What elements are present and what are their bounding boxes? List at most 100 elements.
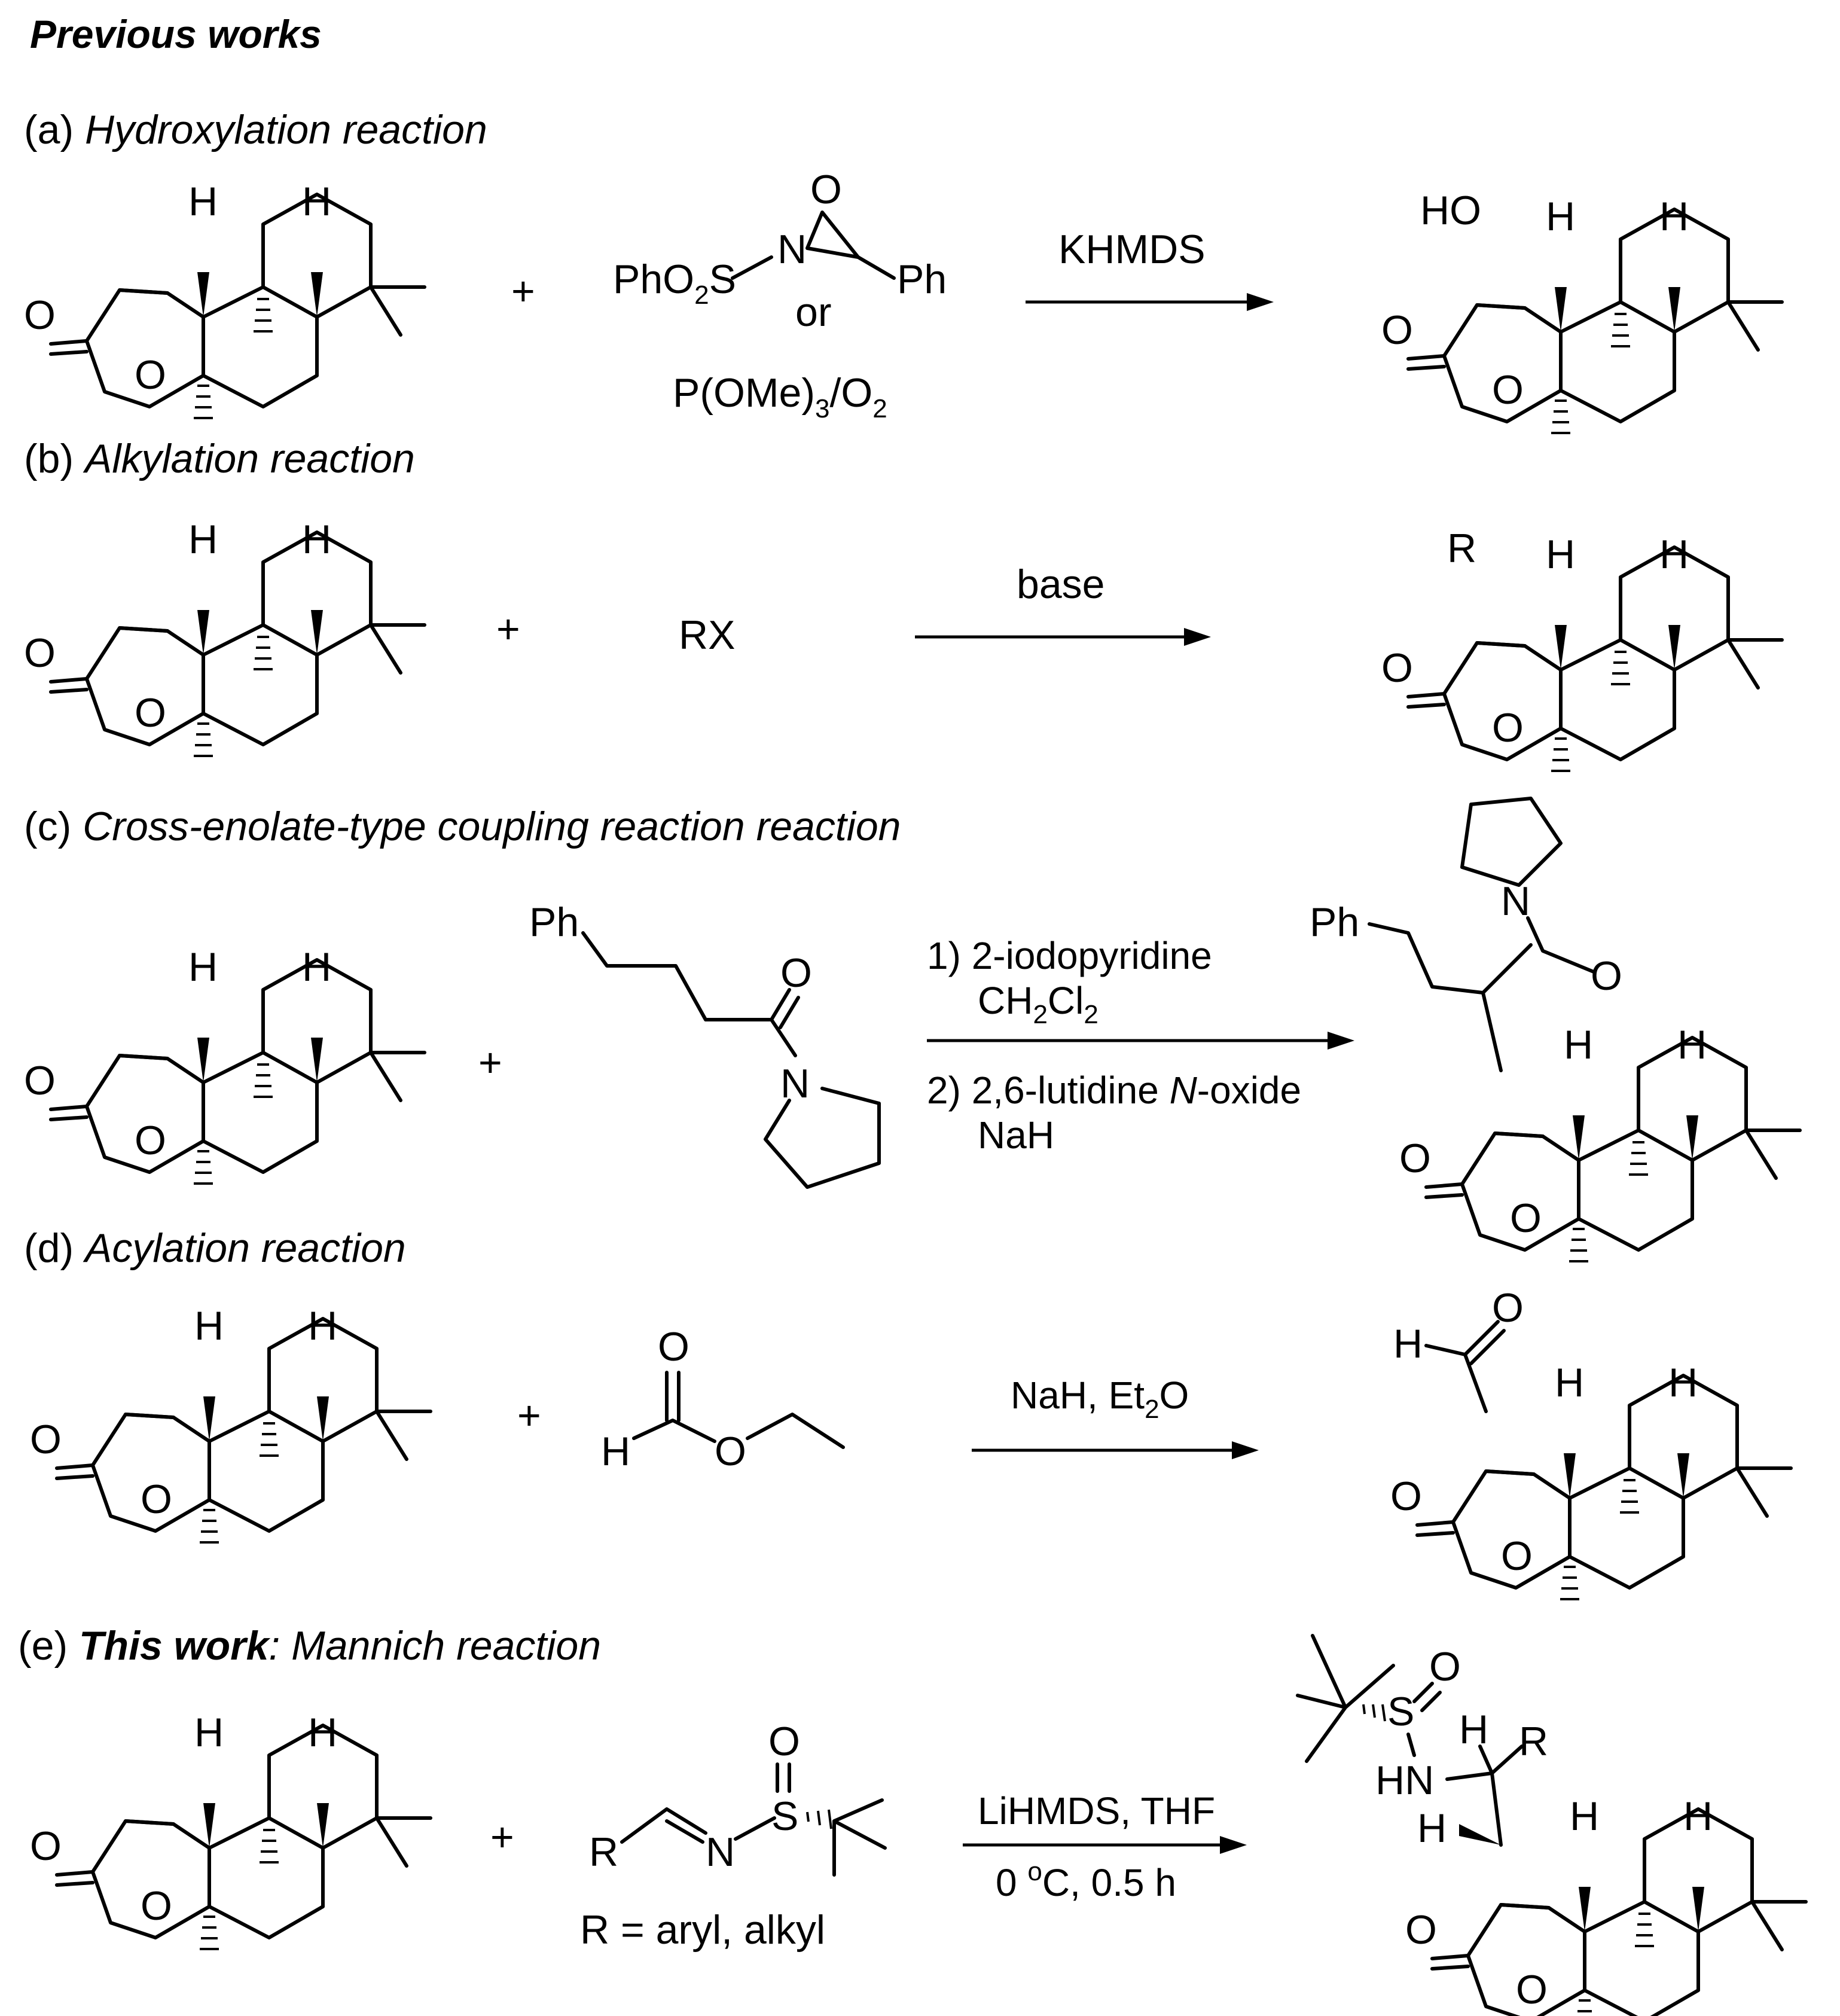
- stereo-h-2: H: [1659, 194, 1689, 239]
- conditions-base: base: [1017, 562, 1104, 607]
- cond-d-sub: 2: [1145, 1395, 1159, 1424]
- product-ph: Ph: [1310, 899, 1359, 945]
- section-c-substrate: O O H H: [24, 944, 425, 1184]
- lactone-oxygen: O: [1381, 307, 1413, 353]
- section-a: (a) Hydroxylation reaction O O H H + PhO…: [24, 107, 1782, 433]
- scaffold-structure: [1417, 1375, 1791, 1599]
- section-c-title: Cross-enolate-type coupling reaction rea…: [83, 804, 901, 849]
- plus-sign: +: [496, 606, 520, 652]
- product-hydroxyl: HO: [1420, 188, 1481, 233]
- ring-oxygen: O: [1492, 705, 1524, 751]
- plus-sign: +: [490, 1814, 514, 1860]
- section-c-arrow: 1) 2-iodopyridine CH2Cl2 2) 2,6-lutidine…: [927, 934, 1354, 1157]
- stereo-h-1: H: [194, 1710, 224, 1755]
- formate-ester-o: O: [715, 1429, 746, 1474]
- reagent-rx: RX: [679, 612, 735, 658]
- scaffold-structure: [1408, 547, 1782, 771]
- stereo-h-1: H: [188, 179, 218, 224]
- stereo-h-1: H: [1570, 1794, 1599, 1839]
- stereo-h-2: H: [302, 944, 331, 990]
- conditions-khmds: KHMDS: [1058, 227, 1206, 272]
- stereo-h-2: H: [302, 179, 331, 224]
- stereo-h-1: H: [188, 517, 218, 562]
- stereo-h-1: H: [1546, 194, 1575, 239]
- reagent-alt-sub1: 3: [815, 394, 829, 423]
- ring-oxygen: O: [135, 690, 166, 736]
- reagent-carbonyl-o: O: [780, 950, 812, 996]
- step2-pre: 2) 2,6-lutidine: [927, 1069, 1170, 1112]
- reagent-or: or: [795, 289, 831, 335]
- section-e-title: : Mannich reaction: [268, 1623, 601, 1669]
- cond-e-post: C, 0.5 h: [1042, 1861, 1176, 1904]
- section-b-label: (b) Alkylation reaction: [24, 436, 415, 481]
- section-e: (e) This work: Mannich reaction O O H H …: [18, 1623, 1806, 2016]
- stereo-h-2: H: [1668, 1360, 1698, 1405]
- stereo-h-1: H: [1546, 532, 1575, 577]
- oxaziridine-ph: Ph: [897, 257, 947, 302]
- oxaziridine-n: N: [777, 227, 807, 272]
- section-b-substrate: O O H H: [24, 517, 425, 756]
- section-e-prefix: (e): [18, 1623, 79, 1669]
- plus-sign: +: [478, 1040, 502, 1085]
- sulfinyl-o: O: [768, 1719, 800, 1764]
- product-sulfinyl-o: O: [1429, 1644, 1461, 1689]
- plus-sign: +: [517, 1393, 541, 1438]
- scaffold-structure: [57, 1725, 431, 1949]
- conditions-step2: 2) 2,6-lutidine N-oxide: [927, 1069, 1301, 1112]
- product-hn: HN: [1375, 1758, 1434, 1803]
- reagent-alternative: P(OMe)3/O2: [673, 370, 887, 423]
- stereo-h-2: H: [1659, 532, 1689, 577]
- reagent-pho: PhO: [613, 257, 694, 302]
- lactone-oxygen: O: [24, 1058, 56, 1103]
- section-c-prefix: (c): [24, 804, 83, 849]
- cond-d-tail: O: [1159, 1374, 1189, 1417]
- scaffold-structure: [1408, 209, 1782, 433]
- section-e-bold: This work: [79, 1623, 271, 1669]
- lactone-oxygen: O: [1405, 1907, 1437, 1953]
- conditions-nah-et2o: NaH, Et2O: [1011, 1374, 1189, 1424]
- reagent-alt-sub2: 2: [872, 394, 887, 423]
- step1-sub1: 2: [1033, 1000, 1047, 1029]
- scaffold-structure: [57, 1319, 431, 1542]
- lactone-oxygen: O: [30, 1417, 62, 1462]
- conditions-lihmds-thf: LiHMDS, THF: [978, 1789, 1215, 1832]
- section-d-substrate: O O H H: [30, 1303, 431, 1542]
- product-amide-n: N: [1501, 879, 1530, 924]
- section-d-prefix: (d): [24, 1225, 85, 1271]
- section-b-prefix: (b): [24, 436, 85, 481]
- section-a-label: (a) Hydroxylation reaction: [24, 107, 487, 153]
- scheme-title: Previous works: [30, 12, 322, 56]
- davis-oxaziridine-sulfonyl: PhO2S: [613, 257, 736, 310]
- product-formyl-h: H: [1393, 1321, 1423, 1367]
- ring-oxygen: O: [1510, 1195, 1542, 1241]
- scaffold-structure: [51, 532, 425, 756]
- conditions-step1-solvent: CH2Cl2: [978, 979, 1098, 1029]
- product-r-group: R: [1447, 526, 1476, 571]
- scaffold-structure: [51, 194, 425, 418]
- section-e-reagent: R N S O R = aryl, alkyl: [580, 1719, 887, 1953]
- step1-ch: CH: [978, 979, 1033, 1022]
- cond-e-pre: 0: [996, 1861, 1027, 1904]
- section-e-product: S O HN H R H O O H H: [1296, 1634, 1806, 2016]
- lactone-oxygen: O: [24, 630, 56, 676]
- section-d-title: Acylation reaction: [83, 1225, 406, 1271]
- section-c-label: (c) Cross-enolate-type coupling reaction…: [24, 804, 901, 849]
- conditions-step2-base: NaH: [978, 1114, 1054, 1157]
- section-d-product: H O O O H H: [1390, 1285, 1791, 1599]
- lactone-oxygen: O: [1399, 1136, 1431, 1181]
- scaffold-structure: [51, 960, 425, 1184]
- section-c: (c) Cross-enolate-type coupling reaction…: [24, 797, 1800, 1261]
- lactone-oxygen: O: [1381, 645, 1413, 691]
- reagent-pho-sub: 2: [694, 280, 709, 310]
- ring-oxygen: O: [1501, 1533, 1533, 1579]
- ring-oxygen: O: [141, 1883, 172, 1929]
- section-a-product: O O H H HO: [1381, 188, 1782, 433]
- section-d-arrow: NaH, Et2O: [972, 1374, 1259, 1459]
- section-e-substrate: O O H H: [30, 1710, 431, 1949]
- formate-carbonyl-o: O: [658, 1324, 689, 1370]
- lactone-oxygen: O: [24, 292, 56, 338]
- imine-r: R: [589, 1829, 618, 1875]
- section-a-reagent: PhO2S N O Ph or P(OMe)3/O2: [613, 167, 947, 423]
- section-a-arrow: KHMDS: [1026, 227, 1274, 311]
- section-c-reagent: Ph O N: [529, 899, 881, 1189]
